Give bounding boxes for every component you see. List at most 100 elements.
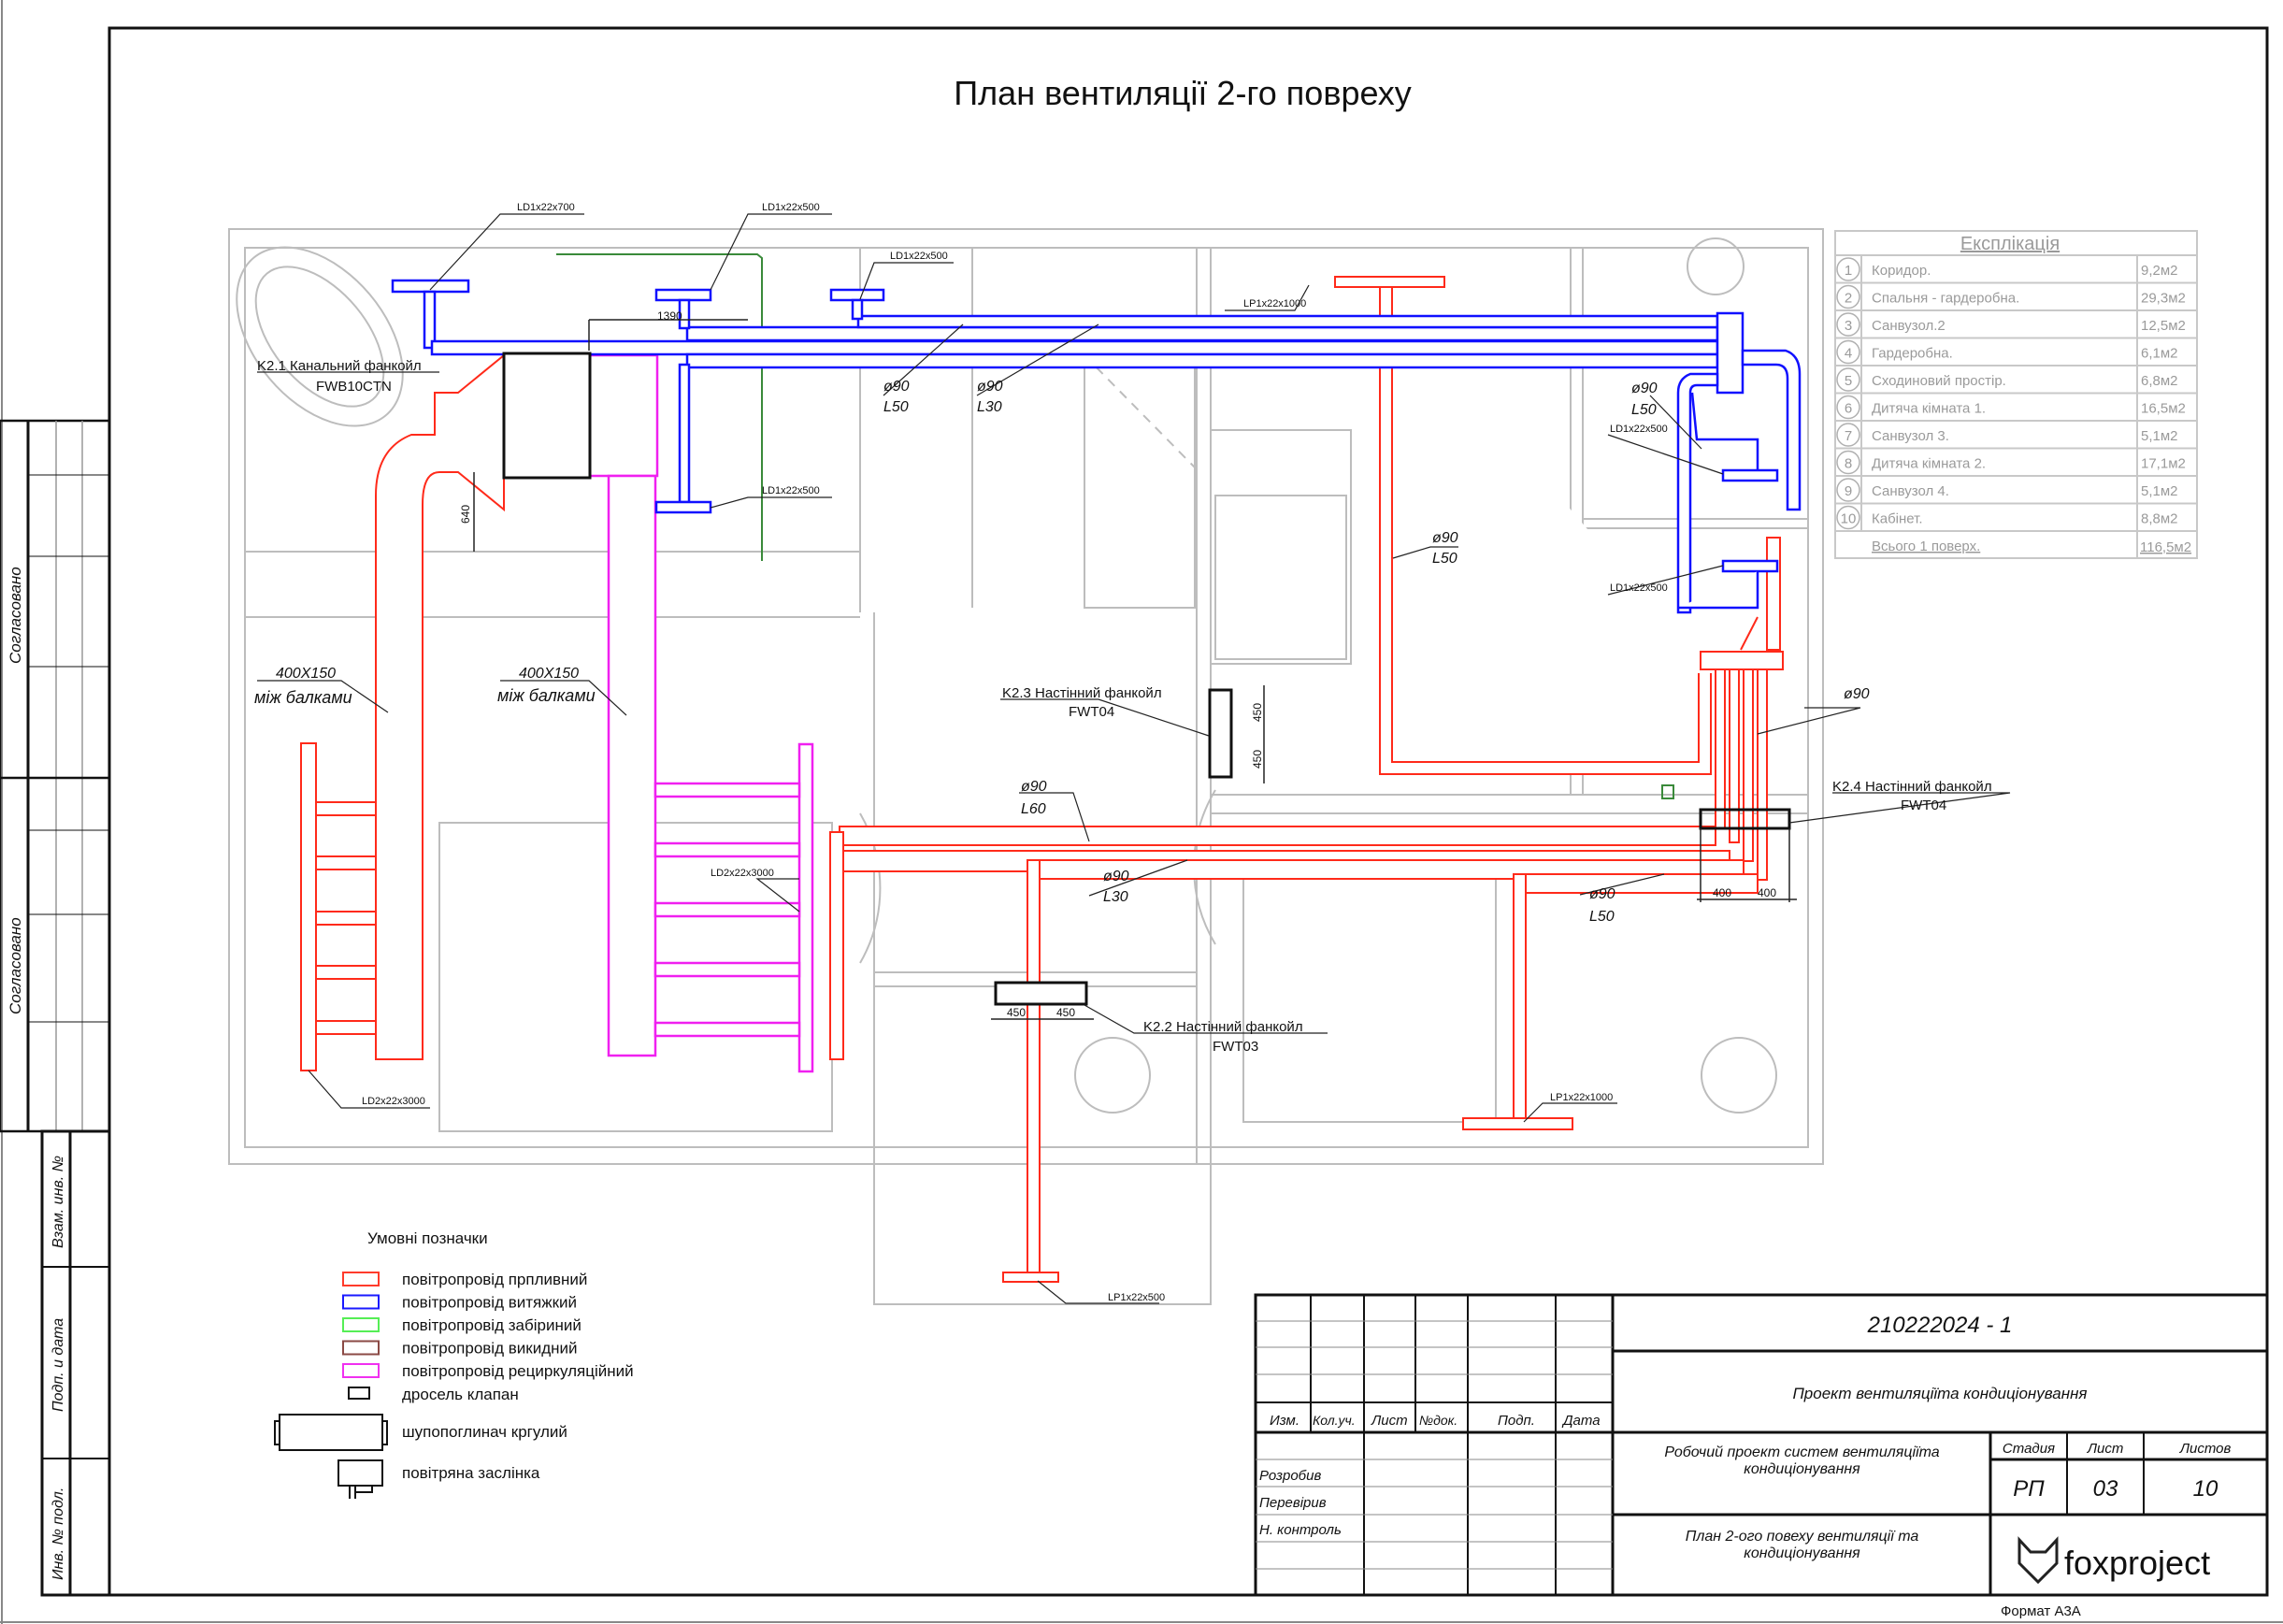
legend-swatch bbox=[342, 1340, 380, 1356]
intake-duct bbox=[556, 253, 1674, 799]
duct-length: L30 bbox=[977, 399, 1002, 415]
fancoil-k24-model: FWT04 bbox=[1901, 798, 1946, 813]
duct-length: L60 bbox=[1021, 801, 1046, 817]
grille-label: LD1x22x700 bbox=[517, 202, 575, 213]
grille-label: LD2x22x3000 bbox=[711, 868, 774, 879]
room-name: Санвузол 3. bbox=[1872, 428, 1949, 444]
legend-label: повітропровід забіриний bbox=[402, 1316, 582, 1334]
room-number: 2 bbox=[1845, 291, 1852, 307]
tb-project: Проект вентиляціїта кондиціонування bbox=[1792, 1385, 2087, 1402]
tb-stage: РП bbox=[2013, 1476, 2045, 1502]
fancoil-k24 bbox=[1699, 808, 1791, 830]
supply-grille-label: LP1x22x1000 bbox=[1243, 298, 1306, 309]
tb-sheets: 10 bbox=[2193, 1476, 2218, 1502]
room-number-circle bbox=[1836, 450, 1860, 475]
legend-label: шупопоглинач кргулий bbox=[402, 1423, 567, 1441]
room-name: Гардеробна. bbox=[1872, 346, 1953, 362]
duct-note: між балками bbox=[254, 688, 352, 707]
duct-diameter: ø90 bbox=[1631, 381, 1658, 396]
dim-450-b: 450 bbox=[1251, 750, 1264, 769]
tb-stage-label: Стадия bbox=[2003, 1441, 2055, 1457]
fancoil-k24-label: K2.4 Настінний фанкойл bbox=[1832, 779, 1992, 795]
fox-logo-icon bbox=[2017, 1536, 2059, 1585]
room-number-circle bbox=[1836, 284, 1860, 309]
stamp-agreed-1: Согласовано bbox=[7, 567, 24, 664]
explication-title: Експлікація bbox=[1960, 234, 2060, 254]
fancoil-k22-model: FWT03 bbox=[1213, 1039, 1258, 1055]
room-name: Сходиновий простір. bbox=[1872, 373, 2006, 389]
tb-header: Дата bbox=[1561, 1413, 1601, 1429]
dim-450-d: 450 bbox=[1056, 1006, 1075, 1019]
room-number: 6 bbox=[1845, 401, 1852, 417]
tb-header: №док. bbox=[1419, 1413, 1457, 1428]
duct-length: L50 bbox=[1589, 909, 1615, 925]
duct-length: L50 bbox=[883, 399, 909, 415]
room-name: Коридор. bbox=[1872, 263, 1931, 279]
fancoil-k21-model: FWB10CTN bbox=[316, 379, 392, 395]
room-area: 6,8м2 bbox=[2141, 373, 2178, 389]
silencer-icon bbox=[274, 1414, 388, 1451]
legend-swatch bbox=[342, 1272, 380, 1286]
room-number: 4 bbox=[1845, 346, 1852, 362]
duct-diameter: ø90 bbox=[1589, 886, 1615, 902]
supply-duct bbox=[300, 276, 1784, 1283]
recirculation-duct bbox=[588, 353, 814, 1073]
tb-header: Лист bbox=[1371, 1413, 1408, 1429]
fancoil-k23-label: K2.3 Настінний фанкойл bbox=[1002, 685, 1162, 701]
room-name: Кабінет. bbox=[1872, 511, 1923, 527]
tb-header: Подп. bbox=[1498, 1413, 1535, 1429]
duct-diameter: ø90 bbox=[1844, 686, 1870, 702]
grille-label: LD1x22x500 bbox=[1610, 582, 1668, 594]
legend-label: повітропровід рециркуляційний bbox=[402, 1362, 634, 1380]
room-area: 6,1м2 bbox=[2141, 346, 2178, 362]
grille-label: LD1x22x500 bbox=[1610, 424, 1668, 435]
room-area: 8,8м2 bbox=[2141, 511, 2178, 527]
fancoil-k21-label: K2.1 Канальний фанкойл bbox=[257, 358, 422, 374]
room-name: Дитяча кімната 2. bbox=[1872, 456, 1986, 472]
room-name: Спальня - гардеробна. bbox=[1872, 291, 2019, 307]
duct-diameter: ø90 bbox=[1432, 530, 1458, 546]
room-number: 1 bbox=[1845, 263, 1852, 279]
supply-grille-label: LP1x22x1000 bbox=[1550, 1092, 1613, 1103]
tb-sheet-label: Лист bbox=[2087, 1441, 2124, 1457]
tb-logo-text: foxproject bbox=[2064, 1544, 2210, 1582]
duct-diameter: ø90 bbox=[977, 379, 1003, 395]
grille-label: LD1x22x500 bbox=[762, 202, 820, 213]
tb-sheet-title: План 2-ого повеху вентиляції та кондиціо… bbox=[1685, 1529, 1919, 1561]
drawing-title: План вентиляції 2-го повреху bbox=[954, 74, 1411, 112]
room-area: 5,1м2 bbox=[2141, 428, 2178, 444]
tb-header: Кол.уч. bbox=[1313, 1413, 1356, 1428]
room-number-circle bbox=[1836, 478, 1860, 502]
room-area: 12,5м2 bbox=[2141, 318, 2186, 334]
tb-header: Изм. bbox=[1270, 1413, 1299, 1429]
stamp-agreed-2: Согласовано bbox=[7, 917, 24, 1014]
duct-length: L30 bbox=[1103, 889, 1128, 905]
dim-400-a: 400 bbox=[1713, 886, 1731, 899]
tb-role: Розробив bbox=[1259, 1468, 1321, 1484]
legend-swatch bbox=[342, 1294, 380, 1310]
dim-1390: 1390 bbox=[657, 309, 682, 323]
exhaust-duct bbox=[391, 279, 1802, 614]
room-area: 9,2м2 bbox=[2141, 263, 2178, 279]
room-name: Дитяча кімната 1. bbox=[1872, 401, 1986, 417]
duct-note: між балками bbox=[497, 686, 596, 705]
fancoil-k22 bbox=[994, 981, 1088, 1006]
duct-diameter: ø90 bbox=[1021, 779, 1047, 795]
room-area: 5,1м2 bbox=[2141, 483, 2178, 499]
duct-size: 400X150 bbox=[519, 666, 579, 682]
explication-total-area: 116,5м2 bbox=[2140, 539, 2191, 555]
tb-role: Перевірив bbox=[1259, 1495, 1327, 1511]
dim-450-a: 450 bbox=[1251, 703, 1264, 722]
room-number-circle bbox=[1836, 257, 1860, 281]
dim-450-c: 450 bbox=[1007, 1006, 1026, 1019]
fancoil-k22-label: K2.2 Настінний фанкойл bbox=[1143, 1019, 1303, 1035]
dimensions bbox=[473, 319, 1797, 1020]
grille-label: LD1x22x500 bbox=[890, 251, 948, 262]
duct-length: L50 bbox=[1631, 402, 1657, 418]
room-number: 3 bbox=[1845, 318, 1852, 334]
room-area: 17,1м2 bbox=[2141, 456, 2186, 472]
duct-length: L50 bbox=[1432, 551, 1457, 567]
fancoil-k23 bbox=[1208, 688, 1233, 779]
dim-640: 640 bbox=[459, 505, 472, 524]
tb-code: 210222024 - 1 bbox=[1867, 1313, 2013, 1338]
